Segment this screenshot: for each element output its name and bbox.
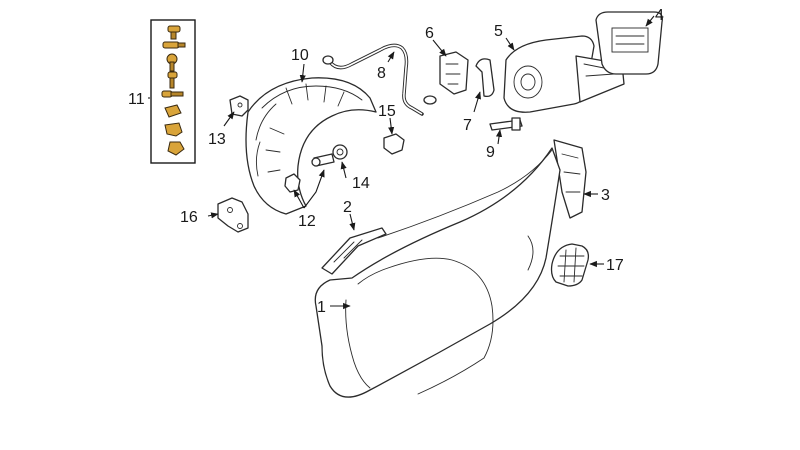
- callout-13: 13: [208, 131, 226, 148]
- reinforcement: [321, 227, 387, 275]
- bolt-5: [161, 90, 184, 98]
- callout-1: 1: [317, 299, 326, 316]
- bolt-2: [162, 41, 186, 49]
- bolt-3: [166, 53, 178, 72]
- pillar-trim: [553, 139, 587, 219]
- callout-10: 10: [291, 47, 309, 64]
- clip-1: [164, 122, 183, 137]
- clip-2: [167, 141, 185, 156]
- bolt-4: [167, 71, 178, 89]
- hardware-kit: [150, 19, 196, 164]
- nut-1: [164, 104, 182, 118]
- callout-17: 17: [606, 257, 624, 274]
- callout-5: 5: [494, 23, 503, 40]
- bolt-1: [167, 25, 181, 40]
- callout-6: 6: [425, 25, 434, 42]
- callout-15: 15: [378, 103, 396, 120]
- fuel-door: [595, 11, 663, 75]
- clip-15: [383, 133, 405, 155]
- u-clip: [475, 58, 495, 98]
- striker: [489, 117, 523, 131]
- callout-4: 4: [655, 7, 664, 24]
- callout-11: 11: [128, 91, 145, 108]
- callout-9: 9: [486, 144, 495, 161]
- callout-2: 2: [343, 199, 352, 216]
- wheelhouse-liner: [245, 77, 377, 215]
- callout-12: 12: [298, 213, 316, 230]
- callout-labels: 1 2 3 4 5 6 7 8 9 10 11 12 13 14 15 16 1…: [128, 7, 664, 316]
- callout-3: 3: [601, 187, 610, 204]
- callout-14: 14: [352, 175, 370, 192]
- callout-7: 7: [463, 117, 472, 134]
- quarter-panel: [314, 147, 561, 398]
- callout-16: 16: [180, 209, 198, 226]
- leader-lines: [148, 15, 655, 310]
- grommet: [332, 144, 348, 160]
- vent-grille: [550, 243, 590, 287]
- hinge-bracket: [439, 51, 469, 95]
- sensor-harness: [322, 43, 437, 116]
- bracket-16: [217, 197, 249, 233]
- callout-8: 8: [377, 65, 386, 82]
